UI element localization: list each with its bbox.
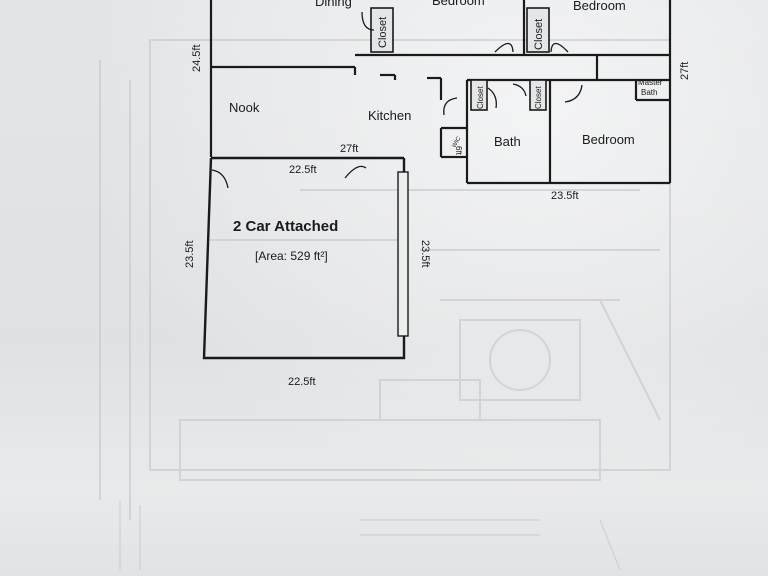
dimension-labels: 24.5ft 27ft 27ft 22.5ft 23.5ft 23.5ft 22… [184,44,691,388]
door-swings [211,11,583,189]
dim-garage-right: 23.5ft [419,240,431,268]
dim-bedroom-bottom: 23.5ft [551,190,579,202]
dim-garage-top: 22.5ft [289,164,317,176]
room-bedroom-top-right: Bedroom [573,0,626,13]
ghost-blueprint [99,39,671,520]
garage-labels: 2 Car Attached [Area: 529 ft²] [233,218,338,263]
closet-label: Closet [476,86,485,109]
dim-kitchen-bottom: 27ft [340,143,358,155]
wic-mark: WIC [452,135,463,149]
room-bedroom-top-left: Bedroom [432,0,485,8]
room-bath: Bath [494,134,521,149]
upper-walls [209,0,672,185]
dim-6ft: 6ft [454,146,463,156]
room-master-bath-line1: Master [638,78,663,87]
closet-label: Closet [533,19,545,50]
dim-right-upper: 27ft [679,62,691,80]
garage-area: [Area: 529 ft²] [255,249,328,263]
faded-lower-sheet [119,500,621,571]
closet-label: Closet [377,17,389,48]
room-nook: Nook [229,100,260,115]
room-master-bath-line2: Bath [641,88,657,97]
dim-garage-left: 23.5ft [184,240,196,268]
dim-left-upper: 24.5ft [191,44,203,72]
closet-label: Closet [534,86,543,109]
garage-walls [202,156,409,360]
room-kitchen: Kitchen [368,108,411,123]
closet-labels: Closet Closet Closet Closet [377,17,545,109]
closet-boxes [370,7,550,111]
room-dining: Dining [315,0,352,9]
room-labels: Dining Bedroom Bedroom Nook Kitchen Bath… [229,0,663,149]
garage-title: 2 Car Attached [233,218,338,235]
dim-garage-bottom: 22.5ft [288,376,316,388]
room-bedroom-right: Bedroom [582,132,635,147]
